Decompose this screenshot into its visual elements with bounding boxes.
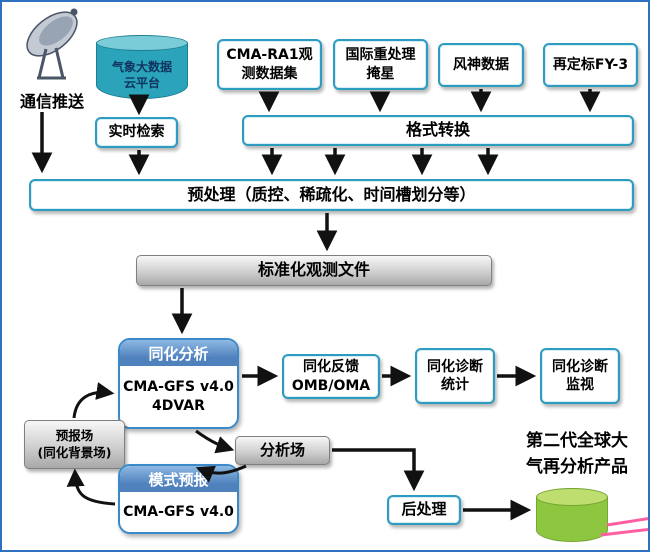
cloud-platform-label: 气象大数据 云平台 [111,59,172,90]
node-forecast-field: 预报场 (同化背景场) [24,420,125,469]
node-analysis-field: 分析场 [235,436,330,465]
green-cylinder-top [536,488,608,506]
node-cma-ra1: CMA-RA1观 测数据集 [217,39,322,90]
cloud-platform-cylinder: 气象大数据 云平台 [96,35,188,99]
node-diag-stats: 同化诊断 统计 [415,348,495,404]
product-label: 第二代全球大 气再分析产品 [526,431,628,477]
cylinder-body [96,43,188,99]
panel-model-forecast: 模式预报 CMA-GFS v4.0 [118,464,239,534]
assimilation-header: 同化分析 [120,340,237,366]
node-realtime-search: 实时检索 [95,117,178,148]
node-fengshen: 风神数据 [438,43,524,87]
panel-assimilation: 同化分析 CMA-GFS v4.0 4DVAR [118,338,239,429]
model-forecast-header: 模式预报 [120,466,237,492]
assimilation-body: CMA-GFS v4.0 4DVAR [123,378,234,414]
node-diag-monitor: 同化诊断 监视 [540,348,620,404]
node-fy3: 再定标FY-3 [543,43,638,87]
product-cylinder [536,488,608,542]
node-preprocess: 预处理（质控、稀疏化、时间槽划分等） [29,179,634,211]
node-format-convert: 格式转换 [242,115,634,146]
comm-push-label: 通信推送 [19,92,84,111]
node-postprocess: 后处理 [387,495,461,525]
satellite-dish-icon [26,8,78,80]
cylinder-top [96,35,188,51]
node-assim-feedback: 同化反馈 OMB/OMA [282,354,380,399]
node-intl-occultation: 国际重处理 掩星 [333,39,428,90]
model-forecast-body: CMA-GFS v4.0 [123,503,234,520]
node-std-obs-file: 标准化观测文件 [136,255,492,286]
